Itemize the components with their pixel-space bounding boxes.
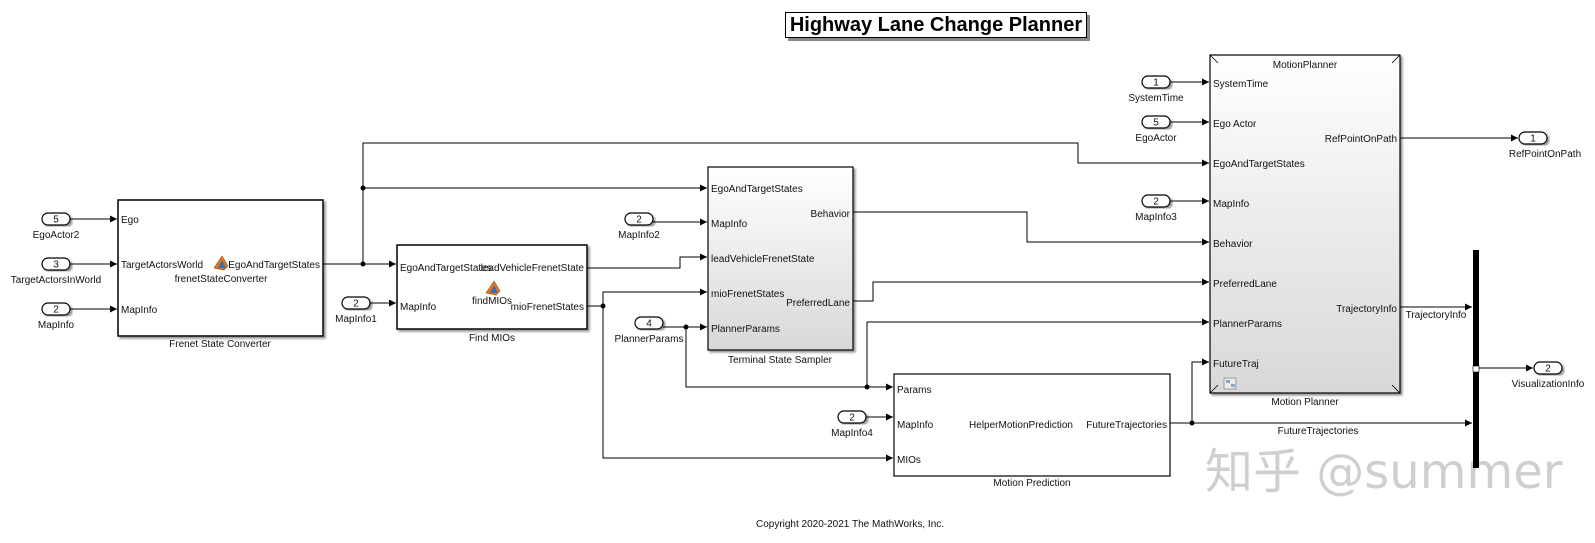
port-label: MapInfo xyxy=(121,305,158,316)
port-label: PreferredLane xyxy=(786,298,850,309)
inport-label: TargetActorsInWorld xyxy=(11,275,101,286)
model-reference-icon xyxy=(1223,377,1237,390)
block-inner-label: findMIOs xyxy=(472,296,512,307)
port-label: PlannerParams xyxy=(1213,319,1282,330)
port-label: EgoAndTargetStates xyxy=(1213,159,1305,170)
inport-egoactor2[interactable]: 5 EgoActor2 xyxy=(33,212,80,241)
port-label: MapInfo xyxy=(400,302,437,313)
inport-mapinfo3[interactable]: 2 MapInfo3 xyxy=(1135,194,1177,223)
inport-label: MapInfo4 xyxy=(831,428,873,439)
inport-number: 5 xyxy=(53,215,59,226)
port-label: RefPointOnPath xyxy=(1325,134,1397,145)
inport-mapinfo1[interactable]: 2 MapInfo1 xyxy=(335,296,377,325)
diagram-title: Highway Lane Change Planner xyxy=(789,14,1083,36)
outport-visualizationinfo[interactable]: 2 VisualizationInfo xyxy=(1512,361,1585,390)
port-label: EgoAndTargetStates xyxy=(711,184,803,195)
signal-lines xyxy=(70,78,1533,462)
model-reference-corners xyxy=(1209,54,1401,394)
port-label: Ego xyxy=(121,215,139,226)
port-label: EgoAndTargetStates xyxy=(228,260,320,271)
block-inner-label: frenetStateConverter xyxy=(175,274,268,285)
inport-targetactorsinworld[interactable]: 3 TargetActorsInWorld xyxy=(11,257,101,286)
port-label: leadVehicleFrenetState xyxy=(711,254,815,265)
inport-number: 2 xyxy=(849,413,855,424)
block-name: Frenet State Converter xyxy=(169,339,271,350)
inport-label: SystemTime xyxy=(1128,93,1184,104)
signal-label-trajectoryinfo: TrajectoryInfo xyxy=(1406,310,1467,321)
matlab-function-icon-detail xyxy=(490,285,498,293)
block-inner-label: HelperMotionPrediction xyxy=(969,420,1073,431)
port-label: MapInfo xyxy=(1213,199,1250,210)
port-label: Behavior xyxy=(811,209,851,220)
inport-number: 3 xyxy=(53,260,59,271)
outport-label: VisualizationInfo xyxy=(1512,379,1585,390)
block-name: Find MIOs xyxy=(469,333,515,344)
inport-number: 2 xyxy=(353,299,359,310)
branch-points xyxy=(360,185,1195,426)
port-label: Behavior xyxy=(1213,239,1253,250)
port-label: Ego Actor xyxy=(1213,119,1257,130)
inport-label: MapInfo xyxy=(38,320,75,331)
inport-mapinfo4[interactable]: 2 MapInfo4 xyxy=(831,410,873,439)
block-frenet-state-converter[interactable]: Ego TargetActorsWorld MapInfo EgoAndTarg… xyxy=(117,199,324,350)
port-label: MapInfo xyxy=(711,219,748,230)
port-label: TargetActorsWorld xyxy=(121,260,203,271)
block-name: Terminal State Sampler xyxy=(728,355,833,366)
outport-number: 2 xyxy=(1545,364,1551,375)
inport-mapinfo[interactable]: 2 MapInfo xyxy=(38,302,75,331)
port-label: FutureTrajectories xyxy=(1086,420,1167,431)
port-label: leadVehicleFrenetState xyxy=(481,263,585,274)
inport-mapinfo2[interactable]: 2 MapInfo2 xyxy=(618,212,660,241)
port-label: mioFrenetStates xyxy=(711,289,784,300)
block-motion-planner[interactable]: MotionPlanner SystemTime Ego Actor EgoAn… xyxy=(1209,54,1401,408)
watermark: 知乎 @summer xyxy=(1205,444,1563,500)
inport-label: MapInfo2 xyxy=(618,230,660,241)
port-label: PlannerParams xyxy=(711,324,780,335)
inport-number: 2 xyxy=(1153,197,1159,208)
outport-number: 1 xyxy=(1530,134,1536,145)
outport-refpointonpath[interactable]: 1 RefPointOnPath xyxy=(1509,131,1581,160)
port-label: MIOs xyxy=(897,455,921,466)
block-terminal-state-sampler[interactable]: EgoAndTargetStates MapInfo leadVehicleFr… xyxy=(707,166,854,366)
block-inner-label: MotionPlanner xyxy=(1273,60,1338,71)
port-label: TrajectoryInfo xyxy=(1336,304,1397,315)
port-label: PreferredLane xyxy=(1213,279,1277,290)
inport-number: 1 xyxy=(1153,78,1159,89)
outport-label: RefPointOnPath xyxy=(1509,149,1581,160)
inport-systemtime[interactable]: 1 SystemTime xyxy=(1128,75,1184,104)
bus-creator-output-port xyxy=(1472,365,1480,373)
signal-label-futuretrajectories: FutureTrajectories xyxy=(1278,426,1359,437)
inport-label: EgoActor xyxy=(1135,133,1177,144)
inport-label: EgoActor2 xyxy=(33,230,80,241)
inport-label: MapInfo3 xyxy=(1135,212,1177,223)
block-name: Motion Prediction xyxy=(993,478,1070,489)
inport-number: 4 xyxy=(646,319,652,330)
matlab-function-icon-detail xyxy=(218,260,226,268)
inport-egoactor[interactable]: 5 EgoActor xyxy=(1135,115,1177,144)
port-label: mioFrenetStates xyxy=(511,302,584,313)
port-label: EgoAndTargetStates xyxy=(400,263,492,274)
inport-number: 2 xyxy=(636,215,642,226)
block-find-mios[interactable]: EgoAndTargetStates MapInfo leadVehicleFr… xyxy=(396,244,588,344)
block-name: Motion Planner xyxy=(1271,397,1339,408)
inport-label: PlannerParams xyxy=(615,334,684,345)
port-label: Params xyxy=(897,385,931,396)
inport-label: MapInfo1 xyxy=(335,314,377,325)
port-label: SystemTime xyxy=(1213,79,1269,90)
port-label: MapInfo xyxy=(897,420,934,431)
diagram-title-box: Highway Lane Change Planner xyxy=(785,12,1087,38)
copyright-text: Copyright 2020-2021 The MathWorks, Inc. xyxy=(756,519,944,530)
block-motion-prediction[interactable]: Params MapInfo MIOs HelperMotionPredicti… xyxy=(893,373,1171,489)
inport-number: 2 xyxy=(53,305,59,316)
inport-plannerparams[interactable]: 4 PlannerParams xyxy=(615,316,684,345)
port-label: FutureTraj xyxy=(1213,359,1259,370)
inport-number: 5 xyxy=(1153,118,1159,129)
bus-creator[interactable] xyxy=(1473,250,1479,468)
